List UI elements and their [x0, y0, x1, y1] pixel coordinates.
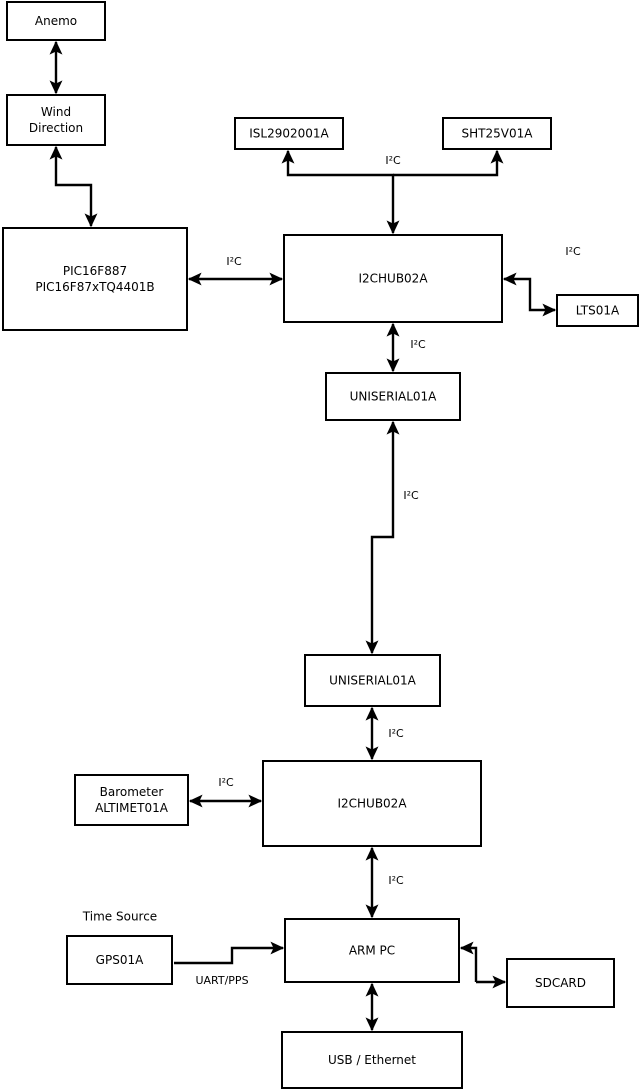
- node-box-isl[interactable]: [234, 117, 344, 150]
- edge-barometer-hub: I²C: [188, 776, 263, 808]
- node-gps[interactable]: GPS01A: [66, 935, 173, 985]
- edge-label-pic-hub: I²C: [226, 255, 242, 268]
- node-label-hub-bottom: I2CHUB02A: [337, 796, 407, 810]
- node-arm-pc[interactable]: ARM PC: [284, 918, 460, 983]
- edge-path: [502, 272, 557, 317]
- edge-uniserial-hub: I²C: [365, 706, 404, 761]
- node-box-sdcard[interactable]: [506, 958, 615, 1008]
- node-uniserial-up[interactable]: UNISERIAL01A: [325, 372, 461, 421]
- node-uniserial-dn[interactable]: UNISERIAL01A: [304, 654, 441, 707]
- node-box-hub-top[interactable]: [283, 234, 503, 323]
- node-label-usb-ethernet: USB / Ethernet: [328, 1053, 416, 1067]
- edge-hub-armpc: I²C: [365, 846, 404, 919]
- edge-hub-isl: I²C: [281, 149, 401, 235]
- node-hub-bottom[interactable]: I2CHUB02A: [262, 760, 482, 847]
- edge-path: [459, 941, 478, 982]
- edge-label-hub-lts: I²C: [565, 245, 581, 258]
- edge-armpc-sdcard-in: [459, 941, 478, 982]
- node-box-anemo[interactable]: [6, 1, 106, 41]
- node-hub-top[interactable]: I2CHUB02A: [283, 234, 503, 323]
- edge-path: [365, 420, 400, 655]
- node-anemo[interactable]: Anemo: [6, 1, 106, 41]
- edge-hub-sht: [393, 149, 504, 177]
- edge-hub-uniserial: I²C: [386, 322, 426, 373]
- edge-path: [49, 145, 98, 228]
- node-lts[interactable]: LTS01A: [556, 294, 639, 327]
- node-label-anemo: Anemo: [35, 14, 77, 28]
- node-label-hub-top: I2CHUB02A: [358, 271, 428, 285]
- free-label-layer: Time Source: [82, 910, 157, 924]
- edge-label-hub-uniserial: I²C: [410, 338, 426, 351]
- free-label-time-source: Time Source: [82, 910, 157, 924]
- node-box-barometer[interactable]: [74, 774, 189, 826]
- edge-layer: I²C I²C I²C I²C I²C I²C I²C I²C UART/PPS: [49, 40, 581, 1032]
- node-box-lts[interactable]: [556, 294, 639, 327]
- node-box-usb-ethernet[interactable]: [281, 1031, 463, 1089]
- node-usb-ethernet[interactable]: USB / Ethernet: [281, 1031, 463, 1089]
- node-box-hub-bottom[interactable]: [262, 760, 482, 847]
- edge-label-uniserial-hub: I²C: [388, 727, 404, 740]
- node-label-uniserial-up: UNISERIAL01A: [350, 389, 438, 403]
- node-box-uniserial-dn[interactable]: [304, 654, 441, 707]
- node-label-isl: ISL2902001A: [249, 126, 329, 140]
- node-box-sht[interactable]: [442, 117, 552, 150]
- node-box-pic[interactable]: [2, 227, 188, 331]
- edge-hub-lts: I²C: [502, 245, 581, 317]
- edge-label-uniserial-link: I²C: [403, 489, 419, 502]
- node-box-wind-dir[interactable]: [6, 94, 106, 146]
- edge-label-gps-armpc: UART/PPS: [195, 974, 248, 987]
- edge-gps-armpc: UART/PPS: [174, 941, 285, 987]
- edge-winddir-pic: [49, 145, 98, 228]
- edge-path: [393, 149, 504, 177]
- edge-path: [174, 941, 285, 965]
- edge-uniserial-link: I²C: [365, 420, 419, 655]
- node-label-sht: SHT25V01A: [462, 126, 534, 140]
- edge-label-hub-isl: I²C: [385, 154, 401, 167]
- node-box-gps[interactable]: [66, 935, 173, 985]
- node-sht[interactable]: SHT25V01A: [442, 117, 552, 150]
- node-label-sdcard: SDCARD: [535, 976, 586, 990]
- node-box-arm-pc[interactable]: [284, 918, 460, 983]
- node-box-uniserial-up[interactable]: [325, 372, 461, 421]
- edge-label-barometer-hub: I²C: [218, 776, 234, 789]
- node-label-gps: GPS01A: [96, 953, 144, 967]
- node-label-lts: LTS01A: [576, 303, 620, 317]
- node-label-arm-pc: ARM PC: [349, 943, 395, 957]
- node-sdcard[interactable]: SDCARD: [506, 958, 615, 1008]
- edge-label-hub-armpc: I²C: [388, 874, 404, 887]
- edge-path: [281, 149, 400, 235]
- node-label-uniserial-dn: UNISERIAL01A: [329, 673, 417, 687]
- node-isl[interactable]: ISL2902001A: [234, 117, 344, 150]
- edge-pic-hub: I²C: [187, 255, 284, 286]
